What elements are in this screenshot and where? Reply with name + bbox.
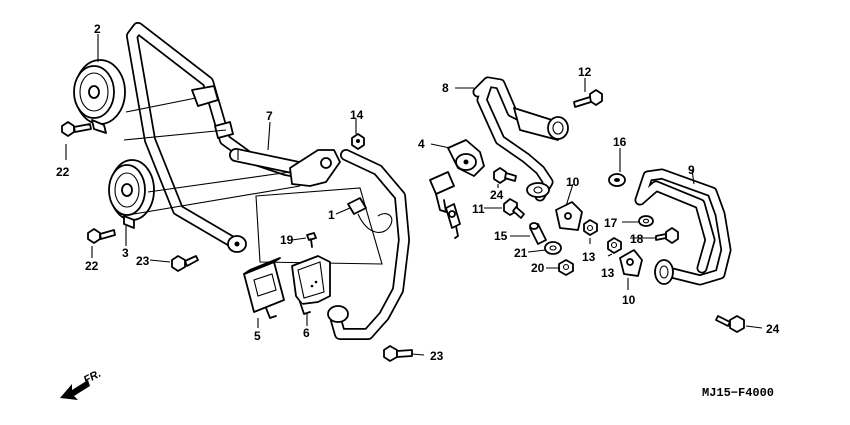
callout-12: 12 — [578, 65, 592, 79]
callout-4: 4 — [418, 137, 425, 151]
rear-guard-8 — [472, 76, 569, 202]
bolt-22-upper — [61, 121, 92, 137]
callout-24-mid: 24 — [490, 188, 504, 202]
engine-guard-right-9 — [634, 168, 732, 286]
callout-7: 7 — [266, 109, 273, 123]
callout-16: 16 — [613, 135, 627, 149]
wire-harness-1 — [347, 197, 393, 233]
callout-3: 3 — [122, 246, 129, 260]
key-set — [429, 171, 461, 239]
callout-5: 5 — [254, 329, 261, 343]
horn-lower — [108, 159, 155, 229]
bracket-10-lower — [619, 249, 643, 277]
bolt-12 — [573, 89, 603, 108]
callout-1: 1 — [328, 208, 335, 222]
collar-15 — [529, 222, 547, 245]
diagram-code: MJ15−F4000 — [702, 386, 774, 400]
callout-21: 21 — [514, 246, 528, 260]
callout-24-right: 24 — [766, 322, 780, 336]
bolt-11 — [503, 198, 525, 219]
bolt-22-lower — [87, 228, 116, 244]
callout-22-upper: 22 — [56, 165, 70, 179]
bolt-24-mid — [493, 167, 517, 184]
callout-18: 18 — [630, 232, 644, 246]
callout-19: 19 — [280, 233, 294, 247]
callout-23-left: 23 — [136, 254, 150, 268]
callout-14: 14 — [350, 108, 364, 122]
bolt-23-bottom — [383, 345, 413, 362]
callout-9: 9 — [688, 163, 695, 177]
bolt-23-left — [171, 255, 199, 272]
bolt-24-right — [715, 315, 745, 333]
callout-11: 11 — [472, 202, 485, 216]
engine-guard-left — [126, 22, 341, 253]
callout-10-upper: 10 — [566, 175, 580, 189]
nut-13-upper — [583, 219, 598, 236]
callout-23-bottom: 23 — [430, 349, 444, 363]
bracket-10-upper — [555, 201, 583, 231]
screw-19 — [306, 232, 317, 248]
callout-10-lower: 10 — [622, 293, 636, 307]
callout-22-lower: 22 — [85, 259, 99, 273]
nut-20 — [558, 259, 574, 276]
callout-20: 20 — [531, 261, 545, 275]
washer-21 — [544, 241, 562, 255]
engine-guard-left-lower — [327, 149, 410, 340]
front-direction-arrow: FR. — [60, 368, 103, 400]
nut-13-lower — [607, 237, 622, 254]
callout-6: 6 — [303, 326, 310, 340]
callout-13-upper: 13 — [582, 250, 596, 264]
callout-8: 8 — [442, 81, 449, 95]
nut-14 — [351, 133, 365, 150]
washer-16 — [608, 173, 626, 187]
callout-2: 2 — [94, 22, 101, 36]
callout-15: 15 — [494, 229, 508, 243]
bolt-18 — [655, 227, 679, 244]
callout-17: 17 — [604, 216, 618, 230]
switch-cover-4 — [447, 139, 485, 177]
callout-13-lower: 13 — [601, 266, 615, 280]
horn-upper — [73, 59, 126, 134]
horn-relay-5 — [243, 257, 285, 319]
relay-bracket-6 — [291, 255, 331, 315]
washer-17 — [638, 215, 654, 227]
front-marker-label: FR. — [82, 368, 103, 387]
